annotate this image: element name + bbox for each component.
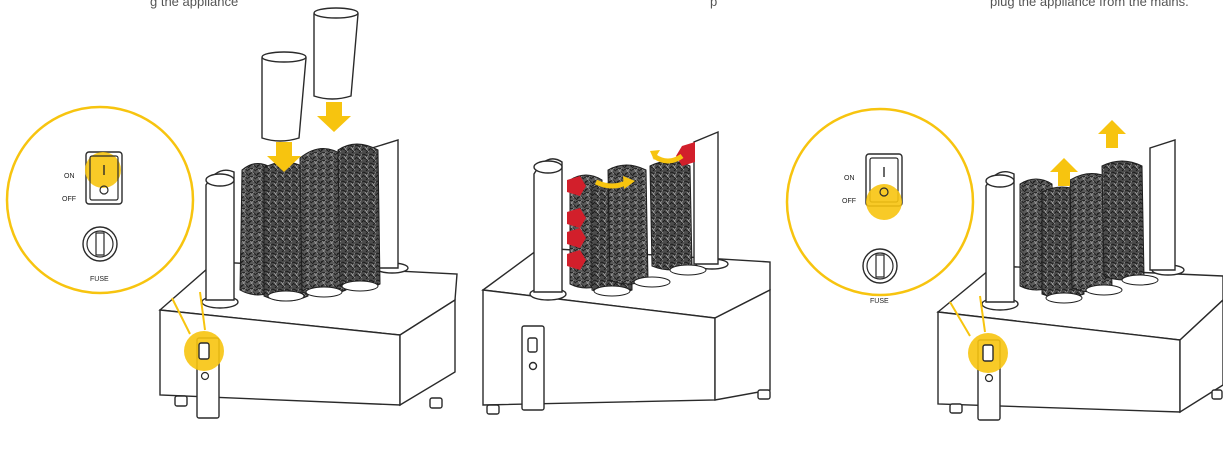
wiper-post-left xyxy=(530,159,566,300)
power-switch-small xyxy=(983,345,993,361)
cup-remove-arrow-icon xyxy=(1098,120,1126,148)
brush-group xyxy=(240,144,380,301)
wiper-post-right xyxy=(694,132,728,269)
on-label: ON xyxy=(64,173,75,180)
fuse-small xyxy=(202,373,209,380)
cup-right xyxy=(314,8,358,99)
zoom-callout: ON OFF FUSE xyxy=(7,107,193,293)
fuse-label: FUSE xyxy=(870,298,889,305)
brush-group xyxy=(1020,161,1158,303)
fuse-holder-icon xyxy=(863,249,897,283)
off-label: OFF xyxy=(842,198,856,205)
off-label: OFF xyxy=(62,196,76,203)
fuse-label: FUSE xyxy=(90,276,109,283)
panel-step-rotate xyxy=(483,132,770,414)
off-highlight xyxy=(866,184,902,220)
fuse-holder-icon xyxy=(83,227,117,261)
power-switch-small xyxy=(199,343,209,359)
on-label: ON xyxy=(844,175,855,182)
zoom-callout: ON OFF FUSE xyxy=(787,109,973,305)
cup-left xyxy=(262,52,306,141)
panel-step-switch-on: ON OFF FUSE xyxy=(7,8,457,418)
panel-step-switch-off: ON OFF FUSE xyxy=(787,109,1223,420)
fuse-small xyxy=(986,375,993,382)
wiper-post-left xyxy=(202,170,238,308)
wiper-post-right xyxy=(1150,140,1184,275)
wiper-post-left xyxy=(982,172,1018,310)
cup-insert-arrow-icon xyxy=(317,102,351,132)
